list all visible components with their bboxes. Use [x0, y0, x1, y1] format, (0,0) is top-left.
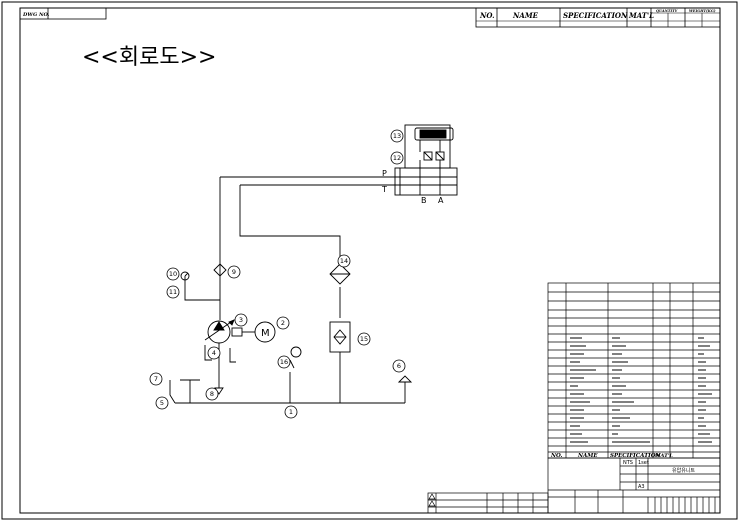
- pl-th-matl: MAT'L: [654, 453, 673, 459]
- callout-14: 14: [340, 257, 348, 265]
- callouts: [149, 129, 406, 419]
- breather: [397, 375, 413, 383]
- th-qty: QUANTITY: [656, 9, 678, 13]
- callout-7: 7: [154, 375, 158, 383]
- callout-5: 5: [160, 399, 164, 407]
- callout-3: 3: [239, 316, 243, 324]
- title-block: [547, 457, 721, 514]
- inner-frame: [19, 7, 721, 514]
- callout-2: 2: [281, 319, 285, 327]
- callout-4: 4: [212, 349, 216, 357]
- tb-project: 유압유니트: [672, 467, 695, 474]
- manifold-block: [394, 167, 458, 196]
- callout-6: 6: [397, 362, 401, 370]
- revision-block: [427, 492, 549, 514]
- callout-13: 13: [393, 132, 401, 140]
- electric-motor: [254, 321, 276, 343]
- callout-12: 12: [393, 154, 401, 162]
- callout-15: 15: [360, 335, 368, 343]
- callout-9: 9: [232, 268, 236, 276]
- port-a: A: [438, 196, 444, 205]
- port-b: B: [421, 196, 427, 205]
- pl-th-no: NO.: [550, 453, 562, 459]
- callout-8: 8: [210, 390, 214, 398]
- pressure-gauge: [180, 271, 190, 281]
- drawing-title: <<회로도>>: [82, 45, 216, 70]
- port-t: T: [381, 185, 387, 194]
- pl-th-name: NAME: [577, 453, 598, 459]
- hydraulic-circuit: [169, 124, 458, 404]
- parts-list-table: [547, 282, 721, 459]
- tb-sheet: A3: [638, 484, 645, 490]
- oil-cooler: [329, 263, 351, 285]
- thermometer: [290, 346, 302, 358]
- dwg-no-label: DWG NO.: [22, 12, 50, 18]
- parts-list-fine-print: [570, 337, 712, 443]
- callout-16: 16: [280, 358, 288, 366]
- callout-10: 10: [169, 270, 177, 278]
- th-spec: SPECIFICATION: [563, 11, 628, 20]
- control-valve-frame: [404, 124, 451, 169]
- tb-scale-value: 1set: [638, 460, 649, 466]
- line-filter: [213, 263, 227, 277]
- th-no: NO.: [479, 11, 495, 20]
- callout-11: 11: [169, 288, 177, 296]
- solenoid-valve: [414, 127, 454, 141]
- top-parts-table: NO. NAME SPECIFICATION MAT'L QUANTITY WE…: [475, 7, 721, 28]
- th-matl: MAT'L: [628, 11, 654, 20]
- motor-label: M: [261, 328, 270, 339]
- callout-1: 1: [289, 408, 293, 416]
- th-name: NAME: [512, 11, 539, 20]
- th-weight: WEIGHT(KG): [689, 9, 716, 13]
- tb-scale-label: NTS: [623, 460, 633, 466]
- port-p: P: [382, 169, 387, 178]
- dwg-no-box: [19, 7, 107, 20]
- pl-th-spec: SPECIFICATION: [610, 453, 662, 459]
